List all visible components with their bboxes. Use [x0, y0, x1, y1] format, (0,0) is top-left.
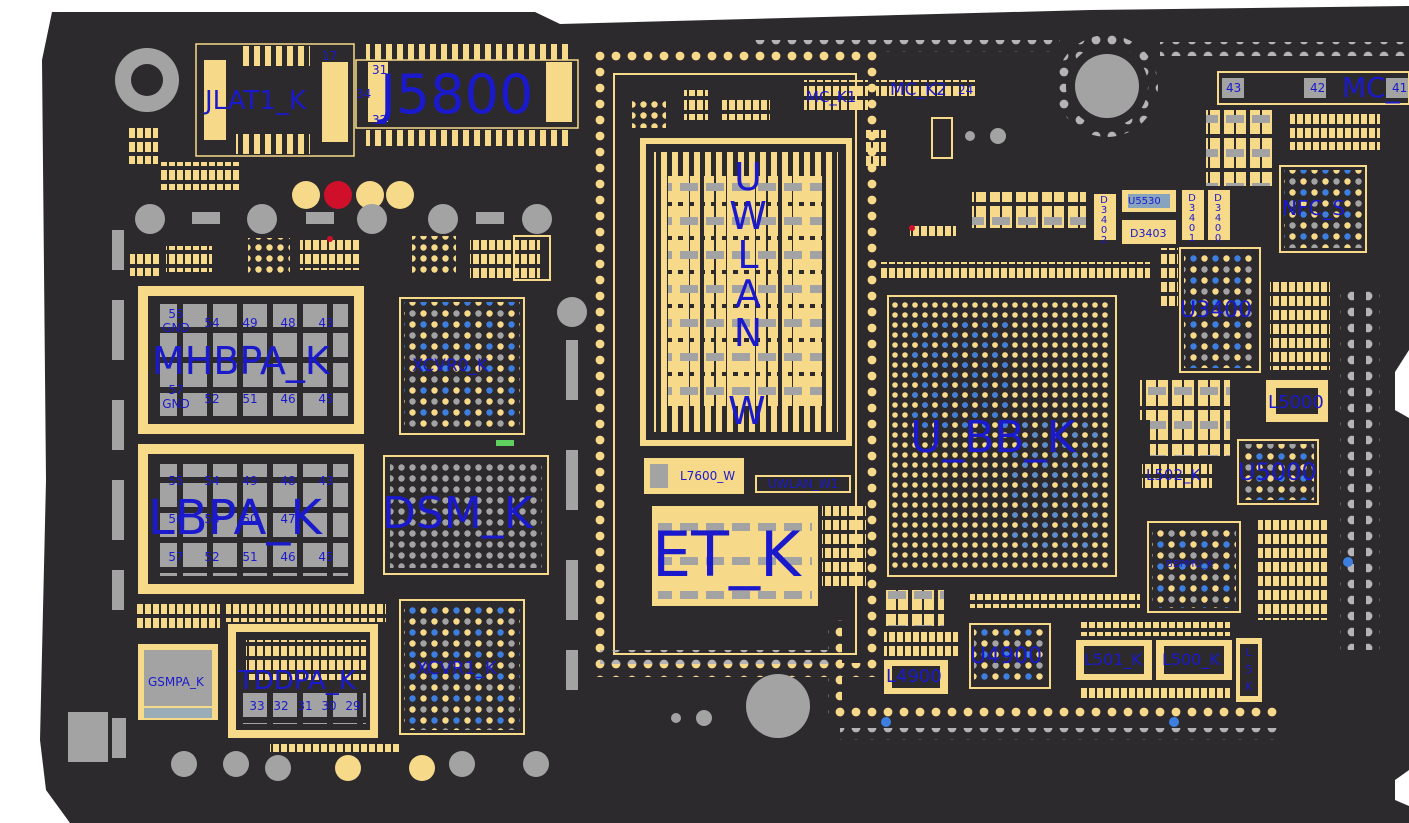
u-bb-main-bga — [887, 295, 1117, 577]
mhbpa-pin-57: 57 — [168, 383, 184, 397]
pin-mc-41: 41 — [1392, 81, 1408, 95]
mhbpa-pin-43: 43 — [318, 316, 334, 330]
j5800-connector — [355, 44, 579, 146]
label-d3401: D3401 — [1188, 193, 1196, 244]
label-uwlan: UWLAN — [729, 155, 767, 355]
et-module — [652, 506, 818, 606]
label-u3400: U3400 — [1180, 298, 1253, 323]
u4900-module — [969, 623, 1051, 689]
test-pad — [386, 181, 414, 209]
label-uwlan-w: W — [728, 389, 766, 433]
label-uwlan-w1: UWLAN_W1 — [768, 477, 839, 491]
tddpa-pin: 30 — [321, 699, 337, 713]
mhbpa-pin-46: 46 — [280, 392, 296, 406]
label-tddpa: TDDPA_K — [238, 666, 356, 696]
label-mc-k2: MC_K2 — [890, 80, 948, 100]
label-dsm: DSM_K — [382, 488, 533, 539]
label-l4900: L4900 — [886, 666, 942, 687]
dsm-module — [383, 455, 549, 575]
tddpa-pin: 29 — [345, 699, 361, 713]
bbpmu-module — [1147, 521, 1241, 613]
mount-hole-center — [1075, 54, 1139, 118]
tddpa-pin: 33 — [249, 699, 265, 713]
label-et: ET_K — [652, 518, 801, 591]
label-mhbpa: MHBPA_K — [152, 339, 330, 383]
label-bbpmu: BBPMU_K — [1166, 559, 1214, 570]
lbpa-pin-52: 52 — [204, 550, 220, 564]
lbpa-pin-54: 54 — [204, 474, 220, 488]
mhbpa-pin-49: 49 — [242, 316, 258, 330]
label-d3403: D3403 — [1130, 227, 1167, 240]
test-pad — [292, 181, 320, 209]
label-l501: L501_K — [1084, 650, 1142, 669]
lbpa-pin-57: 57 — [168, 550, 184, 564]
label-d3402: D3402 — [1100, 195, 1108, 246]
pin-mc-k2: 24 — [958, 83, 974, 97]
u3400-module — [1179, 247, 1261, 373]
lbpa-pin-48: 48 — [280, 474, 296, 488]
label-u-bb: U_BB_K — [910, 412, 1076, 463]
label-mc-k1: MC_K1 — [806, 88, 857, 106]
lbpa-pin-43: 43 — [318, 474, 334, 488]
label-jlat1: JLAT1_K — [205, 86, 306, 116]
label-l500: L500_K — [1162, 650, 1220, 669]
label-j5800: J5800 — [380, 63, 534, 126]
lbpa-module — [138, 444, 364, 594]
label-l5000: L5000 — [1268, 392, 1324, 413]
label-nfc: NFC_S — [1282, 196, 1346, 220]
lbpa-pin-49: 49 — [242, 474, 258, 488]
gsmpa-module — [138, 644, 218, 720]
pin-j5800-34: 34 — [356, 87, 372, 101]
lbpa-pin-46: 46 — [280, 550, 296, 564]
lbpa-pin-51: 51 — [242, 550, 258, 564]
label-l502: L502_K — [1146, 466, 1201, 484]
label-u5530: U5530 — [1128, 196, 1161, 207]
pin-j5800-32: 32 — [372, 113, 388, 127]
mhbpa-pin-51: 51 — [242, 392, 258, 406]
test-pad — [356, 181, 384, 209]
mhbpa-pin-45: 45 — [318, 392, 334, 406]
jlat1-connector — [195, 43, 355, 157]
uwlan-module — [640, 138, 852, 446]
lbpa-pin-50: 50 — [242, 512, 258, 526]
lbpa-pin-56: 56 — [168, 512, 184, 526]
xcvr0-module — [399, 297, 525, 435]
label-xcvr0: XCVR0_K — [412, 356, 489, 376]
pin-j5800-31: 31 — [372, 63, 388, 77]
label-xcvr1: XCVR1_K — [416, 658, 497, 679]
lbpa-pin-55: 55 — [168, 474, 184, 488]
mhbpa-module — [138, 286, 364, 434]
tddpa-pin: 32 — [273, 699, 289, 713]
test-pad-red — [324, 181, 352, 209]
xcvr1-module — [399, 599, 525, 735]
lbpa-pin-47: 47 — [280, 512, 296, 526]
lbpa-pin-45: 45 — [318, 550, 334, 564]
mhbpa-pin-48: 48 — [280, 316, 296, 330]
label-lbpa: LBPA_K — [148, 490, 322, 546]
mc-connector-right — [1160, 42, 1409, 105]
nfc-module — [1279, 165, 1367, 253]
label-u5000: U5000 — [1238, 458, 1317, 486]
label-mc-right: MC_ — [1342, 71, 1400, 104]
label-u4900: U4900 — [970, 644, 1043, 669]
mhbpa-pin-gnd2: GND — [162, 397, 190, 411]
label-l-small: L5K — [1245, 646, 1253, 693]
label-gsmpa: GSMPA_K — [148, 675, 204, 689]
mhbpa-pin-55: 55 — [168, 307, 184, 321]
tddpa-module — [228, 624, 378, 738]
label-d3400: D3400 — [1214, 193, 1222, 244]
label-l7600: L7600_W — [680, 469, 736, 483]
lbpa-pin-53: 53 — [204, 512, 220, 526]
shield-frame-middle — [591, 51, 879, 677]
mhbpa-pin-54: 54 — [204, 316, 220, 330]
tddpa-pin: 31 — [297, 699, 313, 713]
mhbpa-pin-gnd: GND — [162, 321, 190, 335]
mhbpa-pin-52: 52 — [204, 392, 220, 406]
u5000-module — [1237, 439, 1319, 505]
pin-jlat1-17: 17 — [322, 49, 338, 63]
pin-mc-43: 43 — [1226, 81, 1242, 95]
pin-mc-42: 42 — [1310, 81, 1326, 95]
